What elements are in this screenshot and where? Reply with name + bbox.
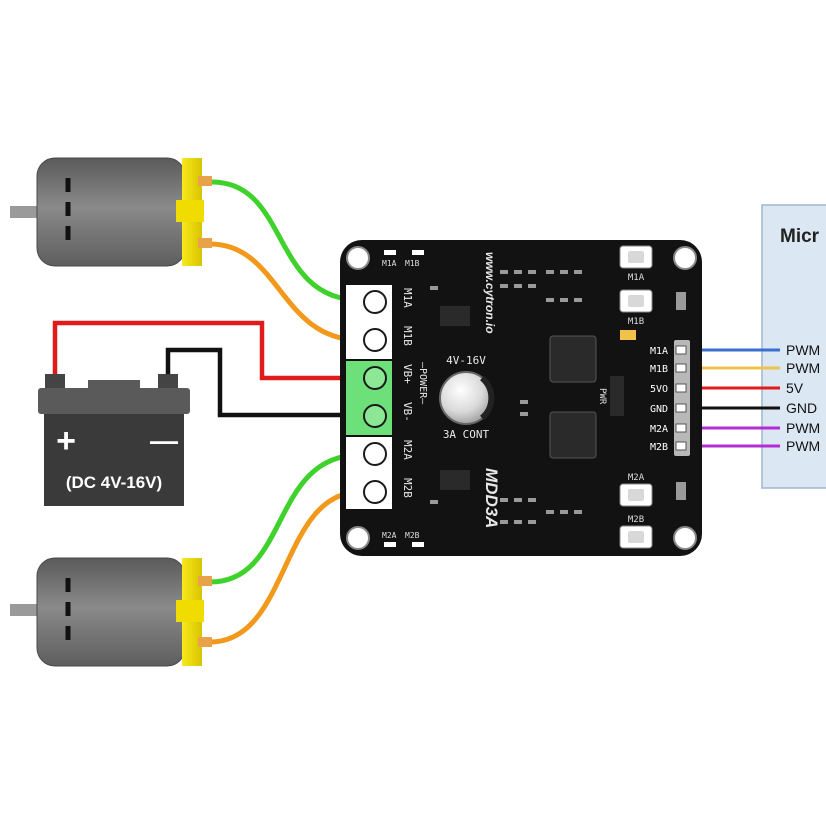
header-pin — [675, 423, 687, 433]
pwr-led-label: PWR — [597, 388, 607, 405]
signal-labels: PWM PWM 5V GND PWM PWM — [786, 342, 820, 454]
microcontroller-title: Micr — [780, 226, 820, 247]
header-pins: M1A M1B 5VO GND M2A M2B — [650, 340, 690, 456]
header-pin-label-m1a: M1A — [650, 346, 668, 357]
terminal-label-vbminus: VB- — [401, 402, 414, 422]
header-pin — [675, 345, 687, 355]
signal-label-3: 5V — [786, 380, 804, 396]
motor-wires — [207, 179, 363, 645]
header-pin-label-m2a: M2A — [650, 424, 668, 435]
top-led-m1b: M1B — [405, 259, 420, 268]
mounting-hole — [673, 526, 697, 550]
button-m2a[interactable]: M2A — [619, 473, 653, 507]
capacitor — [439, 371, 495, 425]
board-brand: www.cytron.io — [483, 252, 497, 334]
button-m1b[interactable]: M1B — [619, 289, 653, 327]
push-buttons: M1A M1B M2A M2B — [619, 245, 653, 549]
power-label: —POWER— — [417, 362, 428, 405]
terminal-screw — [363, 404, 387, 428]
signal-label-5: PWM — [786, 420, 820, 436]
voltage-range: 4V-16V — [446, 354, 486, 367]
motor2-wire-green — [207, 452, 363, 585]
mounting-hole — [346, 246, 370, 270]
battery-wire-red — [52, 320, 360, 381]
terminal-screw — [363, 480, 387, 504]
driver-chips — [440, 306, 624, 490]
header-pin-label-gnd: GND — [650, 404, 668, 415]
button-m1a[interactable]: M1A — [619, 245, 653, 283]
bottom-leds: M2A M2B — [382, 531, 424, 547]
header-pin — [675, 403, 687, 413]
header-pin — [675, 363, 687, 373]
driver-board: M1A M1B VB+ VB- M2A M2B —POWER— M1A M1B … — [340, 240, 702, 556]
header-pin — [675, 441, 687, 451]
motor-2-shaft — [10, 604, 40, 616]
motor-1-shaft — [10, 206, 40, 218]
driver-chip-2 — [549, 411, 597, 459]
signal-label-6: PWM — [786, 438, 820, 454]
terminal-block — [344, 283, 394, 511]
signal-label-1: PWM — [786, 342, 820, 358]
motor-1-body — [37, 158, 185, 266]
terminal-label-m1b: M1B — [401, 326, 414, 346]
battery-top — [38, 388, 190, 414]
motor-2-body — [37, 558, 185, 666]
top-leds: M1A M1B — [382, 250, 424, 268]
button-m2b-label: M2B — [628, 515, 644, 525]
button-m1b-label: M1B — [628, 317, 644, 327]
terminal-label-m2b: M2B — [401, 478, 414, 498]
bottom-led-m2a: M2A — [382, 531, 397, 540]
motor1-wire-orange — [207, 241, 363, 343]
terminal-label-m1a: M1A — [401, 288, 414, 308]
driver-chip-1 — [549, 335, 597, 383]
motor1-wire-green — [207, 179, 363, 303]
board-model: MDD3A — [482, 468, 501, 528]
header-pin-label-5vo: 5VO — [650, 384, 668, 395]
terminal-screw — [363, 328, 387, 352]
signal-wires — [688, 348, 780, 448]
battery-wires — [52, 320, 360, 418]
board-pcb — [340, 240, 702, 556]
button-m1a-label: M1A — [628, 273, 645, 283]
battery-minus-sign: — — [150, 425, 178, 456]
motor-1 — [10, 157, 212, 267]
top-led-m1a: M1A — [382, 259, 397, 268]
motor-2 — [10, 557, 212, 667]
current-rating: 3A CONT — [443, 428, 490, 441]
terminal-labels: M1A M1B VB+ VB- M2A M2B —POWER— — [401, 288, 428, 498]
battery-body — [44, 414, 184, 506]
battery-voltage-label: (DC 4V-16V) — [66, 473, 162, 492]
motor2-wire-orange — [207, 489, 363, 645]
terminal-label-m2a: M2A — [401, 440, 414, 460]
signal-label-2: PWM — [786, 360, 820, 376]
smd-components — [430, 270, 582, 524]
terminal-screw — [363, 442, 387, 466]
bottom-led-m2b: M2B — [405, 531, 420, 540]
header-pin-label-m2b: M2B — [650, 442, 668, 453]
battery: + — (DC 4V-16V) — [38, 374, 190, 506]
microcontroller-panel: Micr — [761, 204, 826, 489]
mounting-hole — [346, 526, 370, 550]
button-m2b[interactable]: M2B — [619, 515, 653, 549]
signal-label-4: GND — [786, 400, 817, 416]
terminal-screw — [363, 366, 387, 390]
button-m2a-label: M2A — [628, 473, 645, 483]
header-pin-label-m1b: M1B — [650, 364, 668, 375]
mounting-hole — [673, 246, 697, 270]
battery-wire-black — [165, 347, 360, 418]
battery-plus-sign: + — [56, 422, 76, 460]
terminal-label-vbplus: VB+ — [401, 364, 414, 384]
terminal-screw — [363, 290, 387, 314]
header-pin — [675, 383, 687, 393]
